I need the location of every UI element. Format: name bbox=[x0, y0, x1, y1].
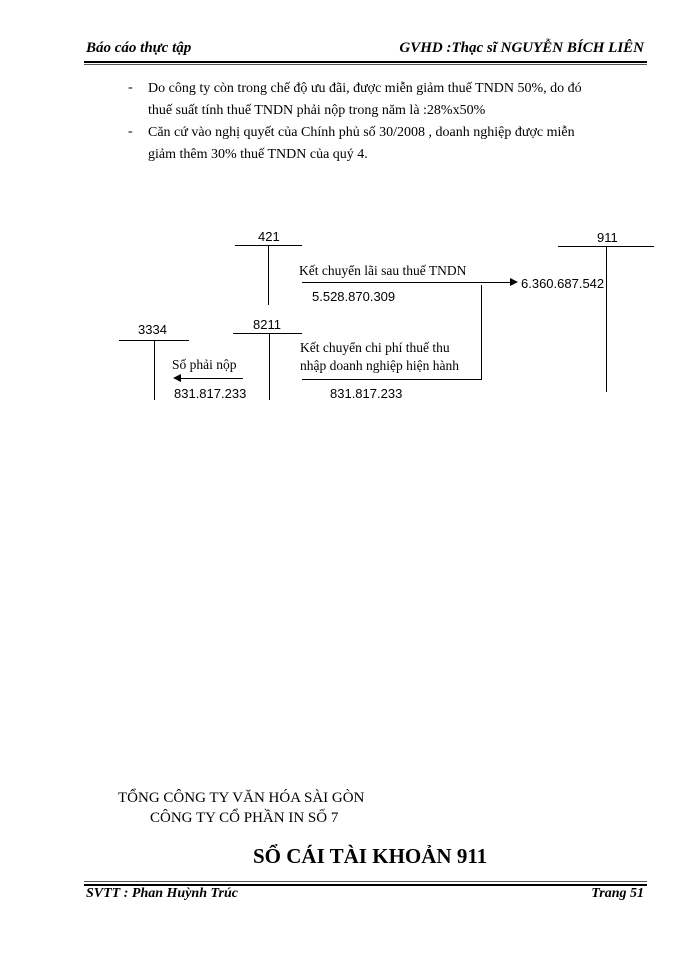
account-8211-top-line bbox=[233, 333, 302, 334]
tax-expense-label-line1: Kết chuyển chi phí thuế thu bbox=[300, 340, 450, 355]
profit-transfer-label: Kết chuyển lãi sau thuế TNDN bbox=[299, 263, 467, 278]
payable-arrow-line bbox=[180, 378, 243, 379]
footer-rule-secondary bbox=[84, 881, 647, 882]
account-8211-label: 8211 bbox=[253, 317, 281, 332]
bullet-line: giảm thêm 30% thuế TNDN của quý 4. bbox=[148, 147, 368, 162]
tax-expense-amount: 831.817.233 bbox=[330, 386, 403, 401]
account-911-label: 911 bbox=[597, 230, 618, 245]
bullet-marker: - bbox=[128, 80, 133, 95]
org-line-1: TỔNG CÔNG TY VĂN HÓA SÀI GÒN bbox=[118, 790, 365, 806]
tax-expense-connector-vertical bbox=[481, 285, 482, 379]
account-911-debit-amount: 6.360.687.542 bbox=[521, 276, 605, 291]
bullet-item: Do công ty còn trong chế độ ưu đãi, được… bbox=[148, 78, 644, 122]
ledger-title: SỔ CÁI TÀI KHOẢN 911 bbox=[253, 844, 488, 868]
footer-right: Trang 51 bbox=[591, 886, 644, 901]
account-3334-label: 3334 bbox=[138, 322, 167, 337]
account-3334-vertical-line bbox=[154, 340, 155, 400]
footer-left: SVTT : Phan Huỳnh Trúc bbox=[86, 886, 238, 901]
bullet-line: thuế suất tính thuế TNDN phải nộp trong … bbox=[148, 103, 486, 118]
bullet-marker: - bbox=[128, 124, 133, 139]
header-rule bbox=[84, 61, 647, 63]
account-911-vertical-line bbox=[606, 246, 607, 392]
arrow-right-icon bbox=[510, 278, 518, 286]
header-left: Báo cáo thực tập bbox=[86, 40, 192, 56]
header-rule-secondary bbox=[84, 64, 647, 65]
profit-transfer-arrow-line bbox=[302, 282, 510, 283]
header-right: GVHD :Thạc sĩ NGUYỄN BÍCH LIÊN bbox=[399, 40, 644, 56]
bullet-item: Căn cứ vào nghị quyết của Chính phủ số 3… bbox=[148, 122, 644, 166]
arrow-left-icon bbox=[173, 374, 181, 382]
payable-amount: 831.817.233 bbox=[174, 386, 247, 401]
bullet-line: Căn cứ vào nghị quyết của Chính phủ số 3… bbox=[148, 125, 575, 140]
profit-transfer-amount: 5.528.870.309 bbox=[312, 289, 396, 304]
footer-rule bbox=[84, 884, 647, 886]
org-line-2: CÔNG TY CỔ PHẦN IN SỐ 7 bbox=[150, 810, 339, 826]
payable-label: Số phải nộp bbox=[172, 357, 237, 372]
tax-expense-connector-horizontal bbox=[302, 379, 482, 380]
account-8211-vertical-line bbox=[269, 333, 270, 400]
bullet-line: Do công ty còn trong chế độ ưu đãi, được… bbox=[148, 81, 582, 96]
account-421-label: 421 bbox=[258, 229, 280, 244]
tax-expense-label-line2: nhập doanh nghiệp hiện hành bbox=[300, 358, 459, 373]
account-421-vertical-line bbox=[268, 245, 269, 305]
